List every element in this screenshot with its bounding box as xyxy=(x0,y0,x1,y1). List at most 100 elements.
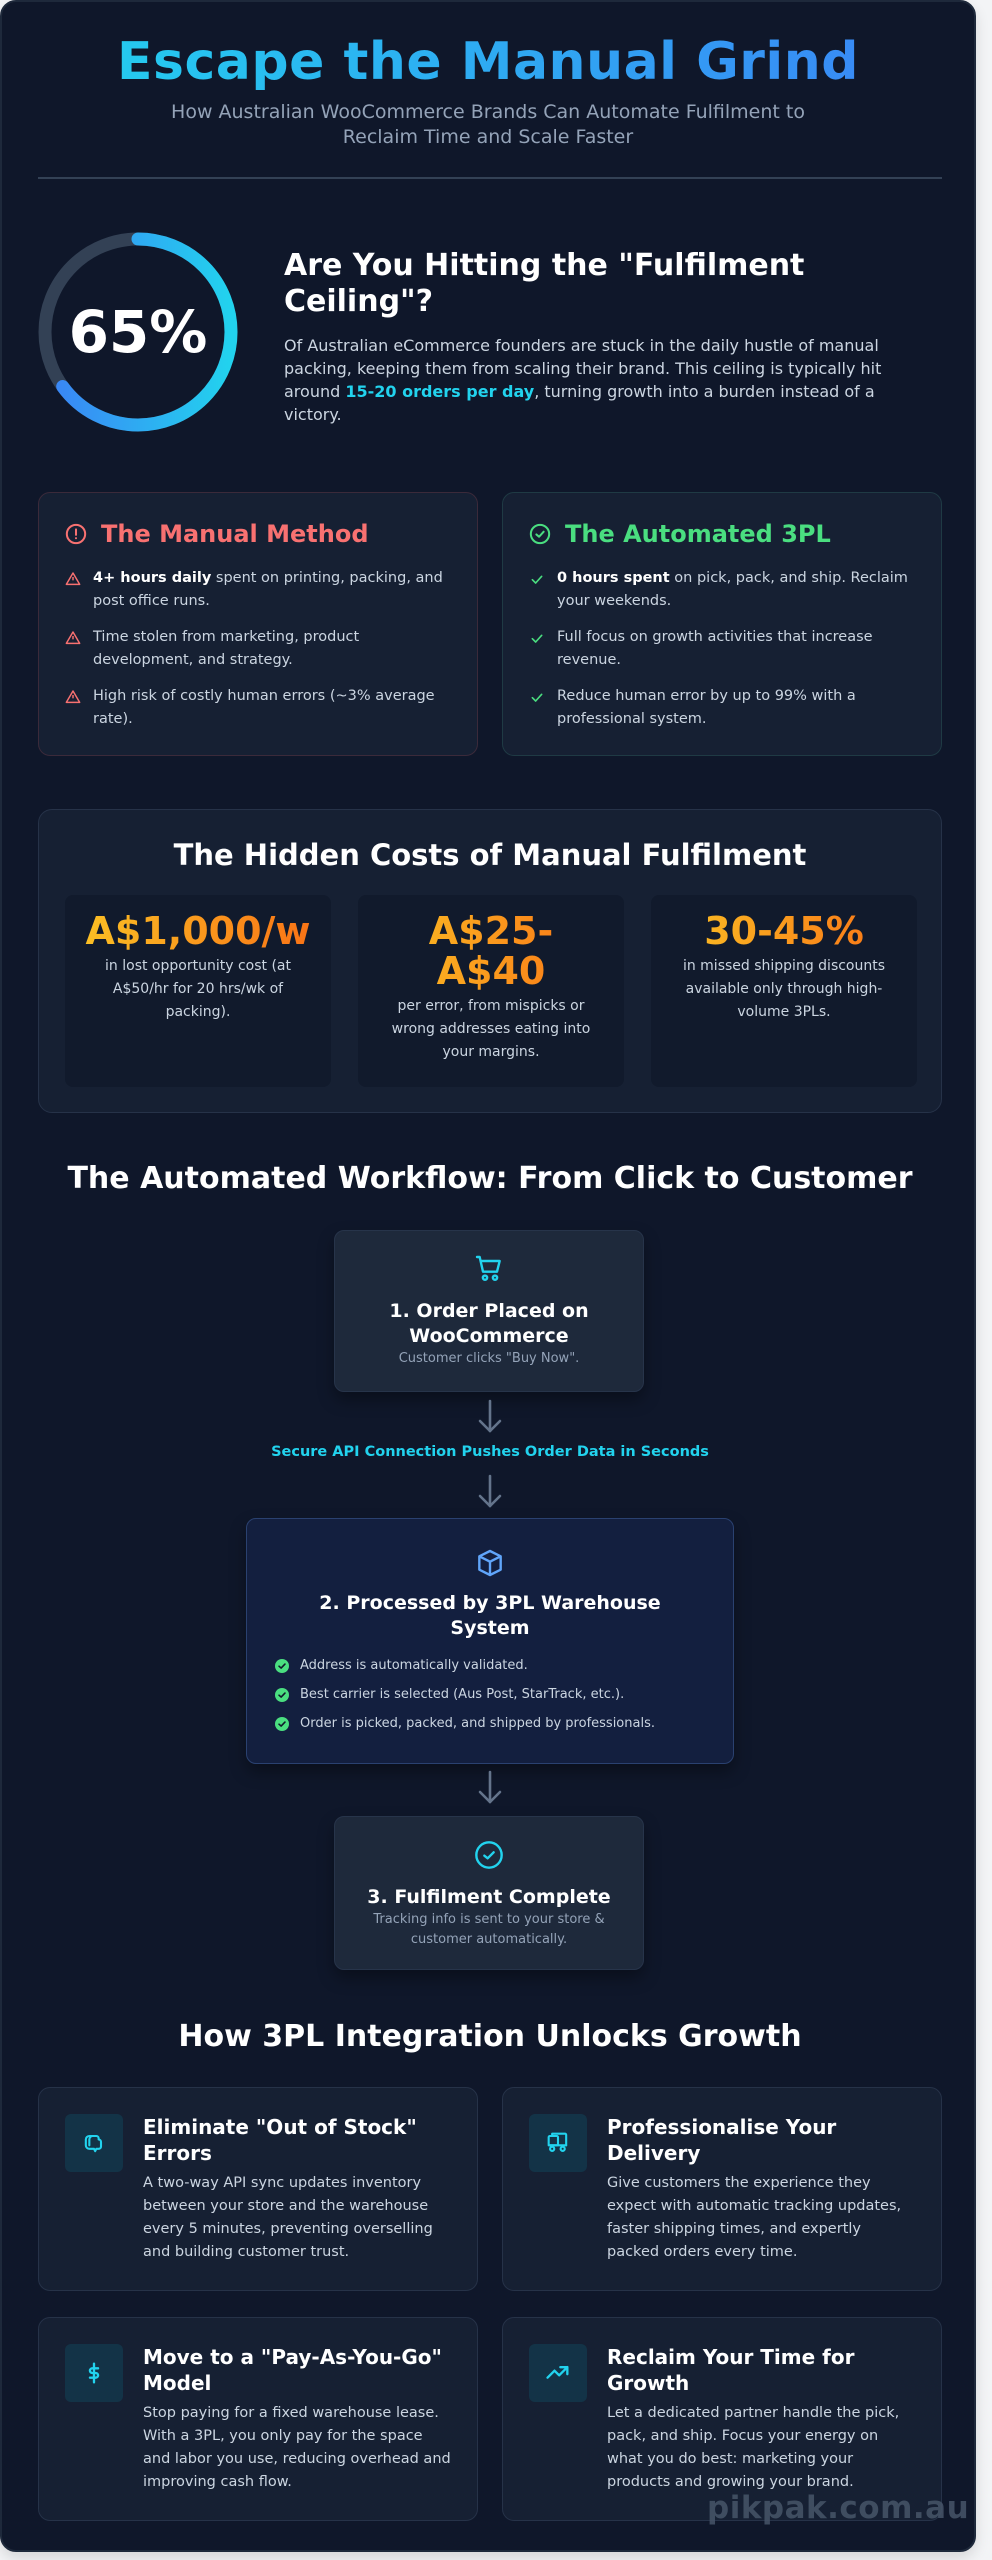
cost-description: per error, from mispicks or wrong addres… xyxy=(391,998,591,1060)
step-title: 3. Fulfilment Complete xyxy=(367,1886,611,1908)
cost-description: in lost opportunity cost (at A$50/hr for… xyxy=(105,958,291,1020)
list-item-text: 0 hours spent on pick, pack, and ship. R… xyxy=(557,567,915,613)
api-connector-label: Secure API Connection Pushes Order Data … xyxy=(271,1444,709,1460)
list-item: 0 hours spent on pick, pack, and ship. R… xyxy=(529,567,915,613)
check-badge-icon xyxy=(275,1716,289,1731)
list-item-bold: 4+ hours daily xyxy=(93,570,212,586)
growth-card-description: A two-way API sync updates inventory bet… xyxy=(143,2175,433,2260)
manual-method-title: The Manual Method xyxy=(101,520,369,548)
box-icon xyxy=(478,1549,502,1577)
automated-3pl-heading: The Automated 3PL xyxy=(529,517,915,551)
growth-card-text: Eliminate "Out of Stock" Errors A two-wa… xyxy=(143,2114,453,2264)
list-item: Order is picked, packed, and shipped by … xyxy=(275,1709,733,1738)
stat-value: 65% xyxy=(68,298,208,366)
list-item-bold: 0 hours spent xyxy=(557,570,670,586)
manual-method-heading: The Manual Method xyxy=(65,517,451,551)
workflow-step-1: 1. Order Placed on WooCommerce Customer … xyxy=(334,1230,644,1392)
dollar-icon xyxy=(88,2362,100,2384)
growth-card: Move to a "Pay-As-You-Go" Model Stop pay… xyxy=(38,2317,478,2521)
workflow-step-2: 2. Processed by 3PL Warehouse System Add… xyxy=(246,1518,734,1764)
hidden-costs-title: The Hidden Costs of Manual Fulfilment xyxy=(173,838,807,872)
hero-highlight: 15-20 orders per day xyxy=(345,382,535,401)
cost-description: in missed shipping discounts available o… xyxy=(682,958,886,1020)
check-circle-icon xyxy=(475,1841,503,1869)
hero-body-text: Of Australian eCommerce founders are stu… xyxy=(284,336,882,401)
delivery-truck-icon xyxy=(547,2132,568,2152)
list-item: Full focus on growth activities that inc… xyxy=(529,626,915,672)
warning-triangle-icon xyxy=(65,631,81,645)
automated-3pl-list: 0 hours spent on pick, pack, and ship. R… xyxy=(529,567,915,731)
hero-body-text-end: , turning growth into a burden instead o… xyxy=(284,382,875,424)
arrow-down-icon xyxy=(478,1474,502,1508)
hidden-costs-section: The Hidden Costs of Manual Fulfilment A$… xyxy=(38,809,942,1113)
icon-tile xyxy=(65,2114,123,2172)
cost-grid: A$1,000/w in lost opportunity cost (at A… xyxy=(65,895,917,1087)
step-description: Tracking info is sent to your store & cu… xyxy=(373,1912,605,1947)
growth-card-text: Professionalise Your Delivery Give custo… xyxy=(607,2114,917,2264)
list-item-body: on pick, pack, and ship. Reclaim your we… xyxy=(557,570,908,609)
growth-card-description: Stop paying for a fixed warehouse lease.… xyxy=(143,2405,451,2490)
list-item: Reduce human error by up to 99% with a p… xyxy=(529,685,915,731)
list-item: Best carrier is selected (Aus Post, Star… xyxy=(275,1680,733,1709)
header: Escape the Manual Grind How Australian W… xyxy=(2,2,974,150)
cost-value: A$25-A$40 xyxy=(376,911,606,991)
growth-card-title: Eliminate "Out of Stock" Errors xyxy=(143,2115,417,2165)
list-item-text: Address is automatically validated. xyxy=(300,1658,528,1673)
header-divider xyxy=(38,177,942,179)
manual-method-list: 4+ hours daily spent on printing, packin… xyxy=(65,567,451,731)
manual-method-card: The Manual Method 4+ hours daily spent o… xyxy=(38,492,478,756)
chat-sync-icon xyxy=(84,2134,103,2153)
list-item: 4+ hours daily spent on printing, packin… xyxy=(65,567,451,613)
step-title: 1. Order Placed on WooCommerce xyxy=(389,1300,589,1347)
growth-card-title: Professionalise Your Delivery xyxy=(607,2115,837,2165)
list-item-text: High risk of costly human errors (~3% av… xyxy=(93,688,435,727)
list-item-text: Time stolen from marketing, product deve… xyxy=(93,629,360,668)
growth-card: Professionalise Your Delivery Give custo… xyxy=(502,2087,942,2291)
page-title: Escape the Manual Grind xyxy=(2,30,974,94)
step-description: Customer clicks "Buy Now". xyxy=(398,1351,580,1366)
check-badge-icon xyxy=(275,1687,289,1702)
growth-card: Eliminate "Out of Stock" Errors A two-wa… xyxy=(38,2087,478,2291)
check-circle-icon xyxy=(529,523,551,545)
cost-value: A$1,000/w xyxy=(83,911,313,951)
watermark: pikpak.com.au xyxy=(707,2490,970,2526)
icon-tile xyxy=(529,2114,587,2172)
automated-3pl-title: The Automated 3PL xyxy=(565,520,831,548)
growth-card-text: Reclaim Your Time for Growth Let a dedic… xyxy=(607,2344,917,2494)
arrow-down-icon xyxy=(478,1770,502,1804)
warning-triangle-icon xyxy=(65,572,81,586)
cost-value: 30-45% xyxy=(669,911,899,951)
progress-ring xyxy=(38,232,238,432)
list-item-text: Best carrier is selected (Aus Post, Star… xyxy=(300,1687,625,1702)
growth-card-title: Move to a "Pay-As-You-Go" Model xyxy=(143,2345,442,2395)
shopping-cart-icon xyxy=(475,1255,501,1281)
workflow-title: The Automated Workflow: From Click to Cu… xyxy=(67,1161,913,1196)
workflow-step-3: 3. Fulfilment Complete Tracking info is … xyxy=(334,1816,644,1970)
list-item-text: 4+ hours daily spent on printing, packin… xyxy=(93,567,451,613)
growth-card: Reclaim Your Time for Growth Let a dedic… xyxy=(502,2317,942,2521)
arrow-down-icon xyxy=(478,1399,502,1433)
step-2-checklist: Address is automatically validated. Best… xyxy=(275,1651,733,1738)
list-item: Address is automatically validated. xyxy=(275,1651,733,1680)
hero-section: 65% Are You Hitting the "Fulfilment Ceil… xyxy=(38,232,942,442)
list-item-text: Full focus on growth activities that inc… xyxy=(557,629,873,668)
trending-up-icon xyxy=(546,2366,569,2379)
step-title: 2. Processed by 3PL Warehouse System xyxy=(319,1592,661,1639)
hero-title: Are You Hitting the "Fulfilment Ceiling"… xyxy=(284,248,805,319)
warning-triangle-icon xyxy=(65,690,81,704)
checkmark-icon xyxy=(531,693,543,702)
list-item-text: Reduce human error by up to 99% with a p… xyxy=(557,688,856,727)
list-item-text: Order is picked, packed, and shipped by … xyxy=(300,1716,655,1731)
growth-title: How 3PL Integration Unlocks Growth xyxy=(178,2019,802,2054)
automated-3pl-card: The Automated 3PL 0 hours spent on pick,… xyxy=(502,492,942,756)
hero-text: Are You Hitting the "Fulfilment Ceiling"… xyxy=(284,248,924,426)
icon-tile xyxy=(529,2344,587,2402)
list-item-body: spent on printing, packing, and post off… xyxy=(93,570,443,609)
growth-card-text: Move to a "Pay-As-You-Go" Model Stop pay… xyxy=(143,2344,453,2494)
icon-tile xyxy=(65,2344,123,2402)
checkmark-icon xyxy=(531,634,543,643)
comparison-section: The Manual Method 4+ hours daily spent o… xyxy=(38,492,942,757)
growth-card-description: Give customers the experience they expec… xyxy=(607,2175,902,2260)
list-item: Time stolen from marketing, product deve… xyxy=(65,626,451,672)
